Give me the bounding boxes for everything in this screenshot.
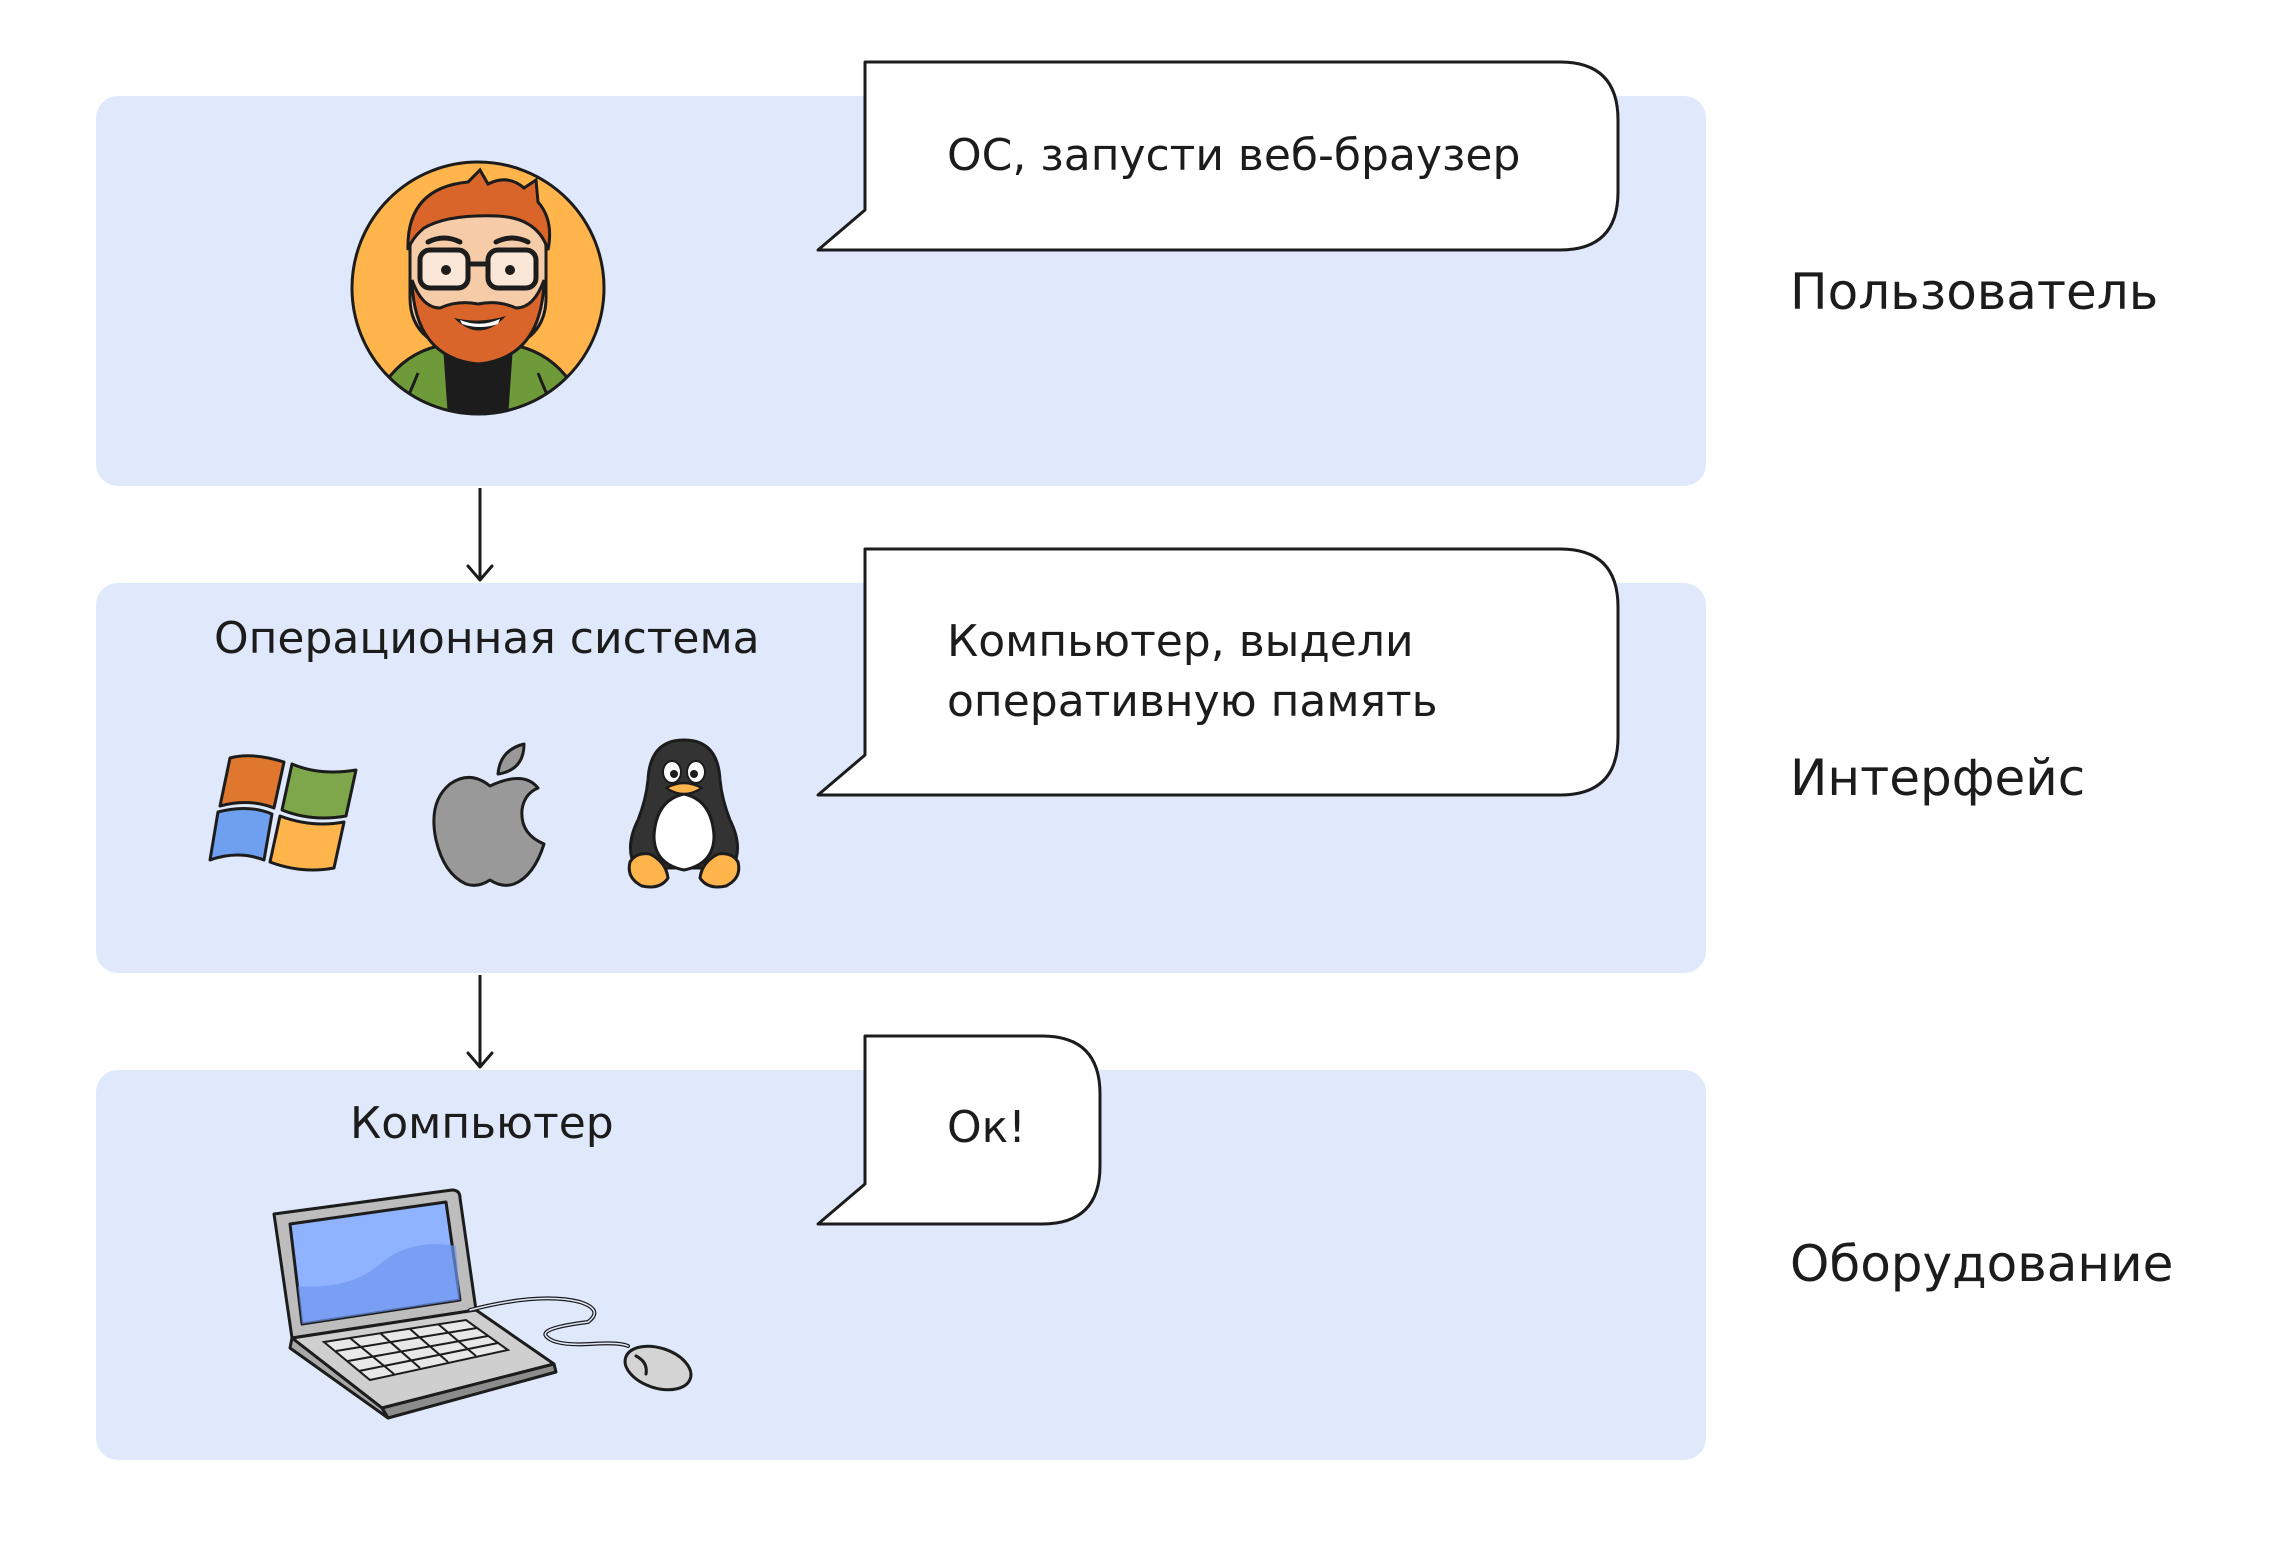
os-speech-bubble [816,547,1620,797]
layer-label-interface: Интерфейс [1790,749,2086,807]
os-panel-title: Операционная система [214,613,760,664]
layer-label-user: Пользователь [1790,263,2159,321]
user-bubble-text: ОС, запусти веб-браузер [947,130,1521,181]
hardware-speech-bubble [816,1034,1102,1226]
os-bubble-text-line-1: Компьютер, выдели [947,616,1414,667]
user-speech-bubble [816,60,1620,252]
linux-tux-icon [627,738,741,889]
arrow-user-to-os [466,488,494,582]
mouse-icon [468,1296,693,1392]
os-bubble-text-line-2: оперативную память [947,676,1438,727]
hardware-bubble-text: Ок! [947,1102,1026,1153]
hardware-panel-title: Компьютер [350,1098,614,1149]
laptop-icon [272,1188,558,1420]
arrow-os-to-hardware [466,975,494,1069]
apple-logo-icon [432,742,546,887]
windows-logo-icon [208,754,358,872]
layer-label-hardware: Оборудование [1790,1235,2174,1293]
user-avatar-icon [350,160,606,416]
